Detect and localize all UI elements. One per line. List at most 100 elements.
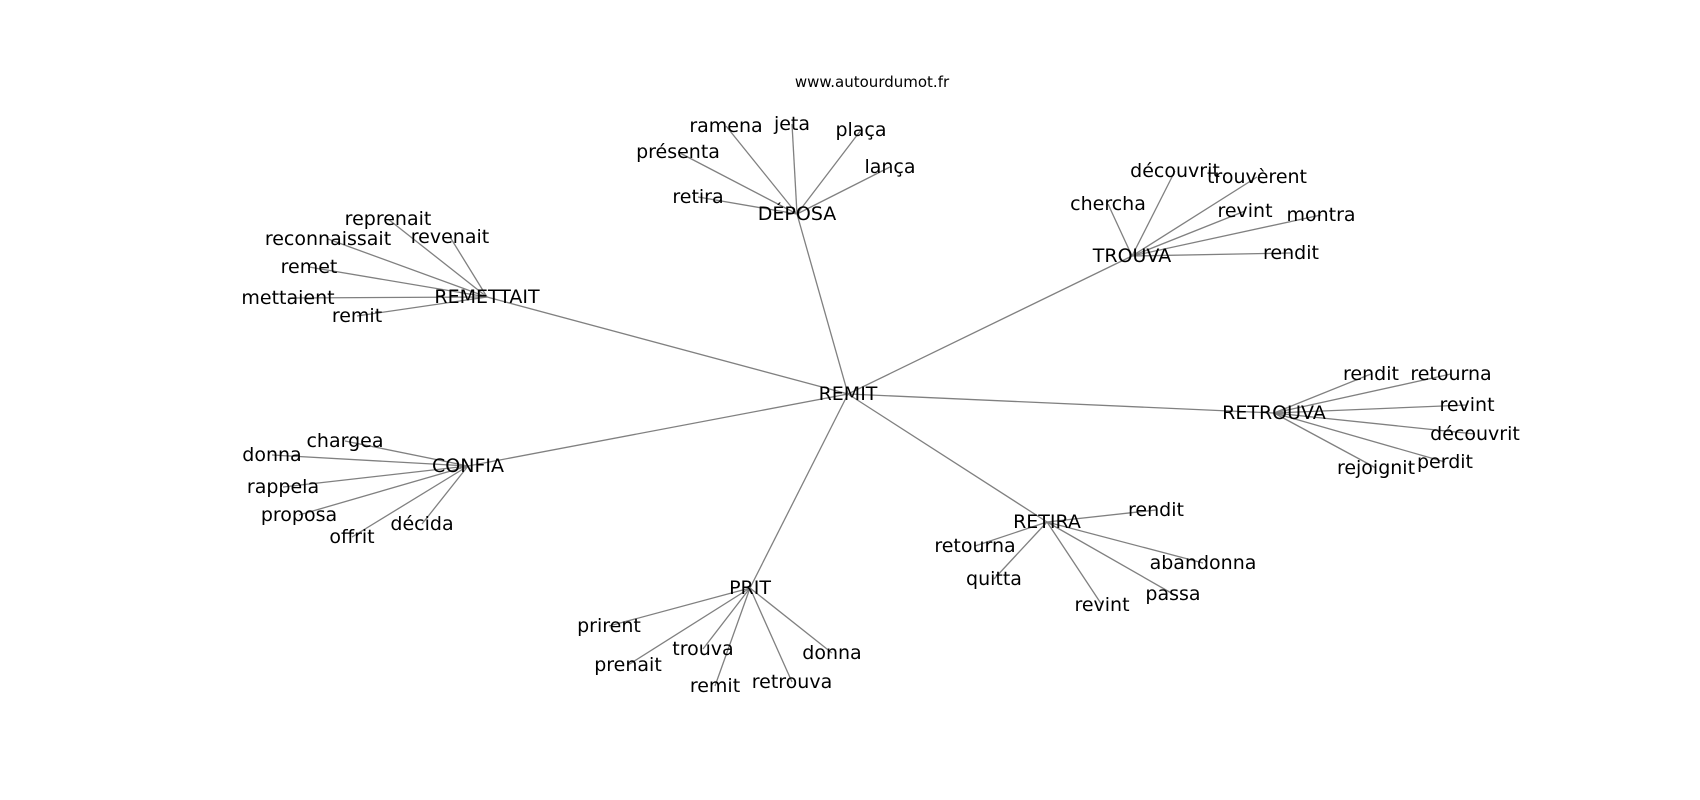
edge-trouva-1 <box>1131 176 1258 257</box>
edge-retrouva-2 <box>1273 404 1468 414</box>
leaf-word-trouva-0: découvrit <box>1130 160 1220 182</box>
leaf-word-prit-2: trouva <box>672 638 733 660</box>
leaf-word-retrouva-5: rejoignit <box>1337 457 1415 479</box>
edge-remettait-2 <box>449 236 488 298</box>
node-labels: ramena jeta plaça présenta lança retiraDÉPOSA… <box>241 113 1519 697</box>
leaf-word-remettait-3: remet <box>281 256 338 278</box>
leaf-word-retrouva-2: revint <box>1439 394 1494 416</box>
edge-root-remettait <box>486 296 849 395</box>
edge-trouva-0 <box>1131 170 1176 257</box>
leaf-word-confia-1: donna <box>242 444 301 466</box>
leaf-word-retira-3: abandonna <box>1150 552 1257 574</box>
leaf-word-retira-2: quitta <box>966 568 1022 590</box>
edge-remettait-4 <box>287 296 488 299</box>
edge-deposa-3 <box>677 151 798 215</box>
edge-confia-3 <box>298 465 469 516</box>
edge-trouva-2 <box>1107 203 1133 257</box>
hub-node-deposa: DÉPOSA <box>758 202 836 225</box>
edge-trouva-5 <box>1131 252 1292 257</box>
leaf-word-trouva-5: rendit <box>1263 242 1319 264</box>
leaf-word-prit-5: donna <box>802 642 861 664</box>
edge-retrouva-4 <box>1273 412 1446 463</box>
edge-deposa-1 <box>791 123 798 215</box>
leaf-word-prit-3: remit <box>690 675 740 697</box>
edge-root-retrouva <box>847 393 1275 414</box>
edge-root-trouva <box>847 255 1133 395</box>
edge-prit-0 <box>608 587 751 627</box>
leaf-word-trouva-1: trouvèrent <box>1207 166 1307 188</box>
edges <box>271 123 1476 687</box>
leaf-word-retrouva-3: découvrit <box>1430 423 1520 445</box>
edge-retrouva-0 <box>1273 373 1372 414</box>
root-node: REMIT <box>819 383 878 405</box>
edge-deposa-5 <box>697 196 798 215</box>
leaf-word-trouva-4: montra <box>1286 204 1355 226</box>
hub-node-prit: PRIT <box>729 577 771 599</box>
leaf-word-retira-4: passa <box>1145 583 1200 605</box>
leaf-word-deposa-2: plaça <box>835 119 886 141</box>
edge-confia-4 <box>351 465 469 538</box>
edge-prit-5 <box>749 587 833 654</box>
leaf-word-retrouva-4: perdit <box>1417 451 1473 473</box>
leaf-word-deposa-4: lança <box>864 156 915 178</box>
leaf-word-deposa-5: retira <box>672 186 723 208</box>
leaf-word-deposa-0: ramena <box>689 115 762 137</box>
edge-retira-0 <box>1046 509 1157 523</box>
edge-confia-1 <box>271 454 469 467</box>
edge-prit-1 <box>627 587 751 666</box>
edge-prit-2 <box>702 587 751 650</box>
edge-retira-3 <box>1046 521 1204 564</box>
leaf-word-prit-1: prenait <box>594 654 662 676</box>
edge-deposa-4 <box>796 166 891 215</box>
edge-trouva-3 <box>1131 210 1246 257</box>
leaf-word-remettait-4: mettaient <box>241 287 334 309</box>
edge-trouva-4 <box>1131 214 1322 257</box>
edge-confia-0 <box>344 440 469 467</box>
edge-deposa-2 <box>796 129 862 215</box>
edge-root-deposa <box>796 213 849 395</box>
edge-retrouva-3 <box>1273 412 1476 435</box>
leaf-word-retira-0: rendit <box>1128 499 1184 521</box>
edge-deposa-0 <box>725 125 798 215</box>
hub-node-retrouva: RETROUVA <box>1222 402 1326 424</box>
edge-retira-4 <box>1046 521 1174 595</box>
edge-prit-3 <box>714 587 751 687</box>
leaf-word-retrouva-0: rendit <box>1343 363 1399 385</box>
edge-retrouva-1 <box>1273 373 1452 414</box>
leaf-word-confia-0: chargea <box>306 430 383 452</box>
hub-node-retira: RETIRA <box>1013 511 1081 533</box>
leaf-word-trouva-2: chercha <box>1070 193 1146 215</box>
edge-root-retira <box>847 393 1048 523</box>
edge-retira-2 <box>993 521 1048 580</box>
edge-root-confia <box>467 393 849 467</box>
edge-root-prit <box>749 393 849 589</box>
edge-remettait-3 <box>308 266 488 298</box>
leaf-word-confia-3: proposa <box>261 504 337 526</box>
edge-remettait-5 <box>356 296 488 317</box>
edge-confia-5 <box>421 465 469 525</box>
edge-retira-5 <box>1046 521 1103 606</box>
leaf-word-trouva-3: revint <box>1217 200 1272 222</box>
site-watermark: www.autourdumot.fr <box>795 73 950 91</box>
leaf-word-deposa-3: présenta <box>636 141 720 163</box>
leaf-word-deposa-1: jeta <box>773 113 810 135</box>
leaf-word-retira-5: revint <box>1074 594 1129 616</box>
leaf-word-remettait-0: reprenait <box>345 208 432 230</box>
hub-node-remettait: REMETTAIT <box>434 286 540 308</box>
hub-node-confia: CONFIA <box>432 455 504 477</box>
edge-confia-2 <box>282 465 469 488</box>
leaf-word-remettait-1: reconnaissait <box>265 228 391 250</box>
leaf-word-prit-0: prirent <box>577 615 641 637</box>
edge-remettait-1 <box>327 238 488 298</box>
hub-node-trouva: TROUVA <box>1092 245 1171 267</box>
leaf-word-prit-4: retrouva <box>752 671 832 693</box>
leaf-word-confia-2: rappela <box>247 476 319 498</box>
edge-retira-1 <box>974 521 1048 547</box>
leaf-word-confia-4: offrit <box>329 526 374 548</box>
edge-retrouva-5 <box>1273 412 1377 469</box>
leaf-word-retira-1: retourna <box>934 535 1015 557</box>
leaf-word-retrouva-1: retourna <box>1410 363 1491 385</box>
edge-remettait-0 <box>387 218 488 298</box>
leaf-word-remettait-2: revenait <box>411 226 489 248</box>
